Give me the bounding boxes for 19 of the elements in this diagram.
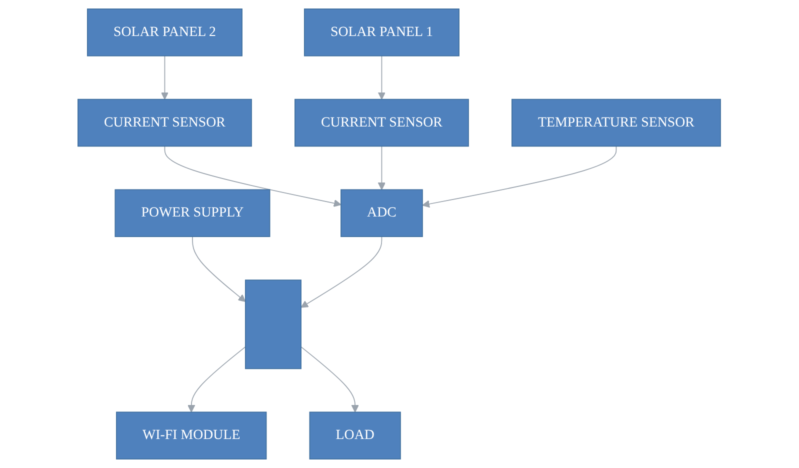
arrow: [422, 146, 617, 208]
node-box: WI-FI MODULE: [116, 412, 267, 460]
arrow: [378, 55, 386, 100]
arrow: [192, 236, 246, 302]
node-box: POWER SUPPLY: [114, 189, 270, 238]
node-box: ADC: [340, 189, 424, 238]
arrow: [164, 146, 342, 207]
node-box: SOLAR PANEL 2: [87, 8, 243, 56]
node-box: TEMPERATURE SENSOR: [512, 98, 722, 147]
node-box: SOLAR PANEL 1: [304, 8, 460, 56]
node-box: LOAD: [310, 412, 402, 460]
node-box: [245, 280, 302, 370]
arrow: [300, 346, 360, 412]
arrow: [300, 236, 382, 308]
arrow: [188, 346, 246, 412]
node-box: CURRENT SENSOR: [294, 98, 470, 147]
node-box: CURRENT SENSOR: [78, 98, 252, 147]
arrow: [378, 146, 386, 190]
arrow: [161, 55, 169, 100]
